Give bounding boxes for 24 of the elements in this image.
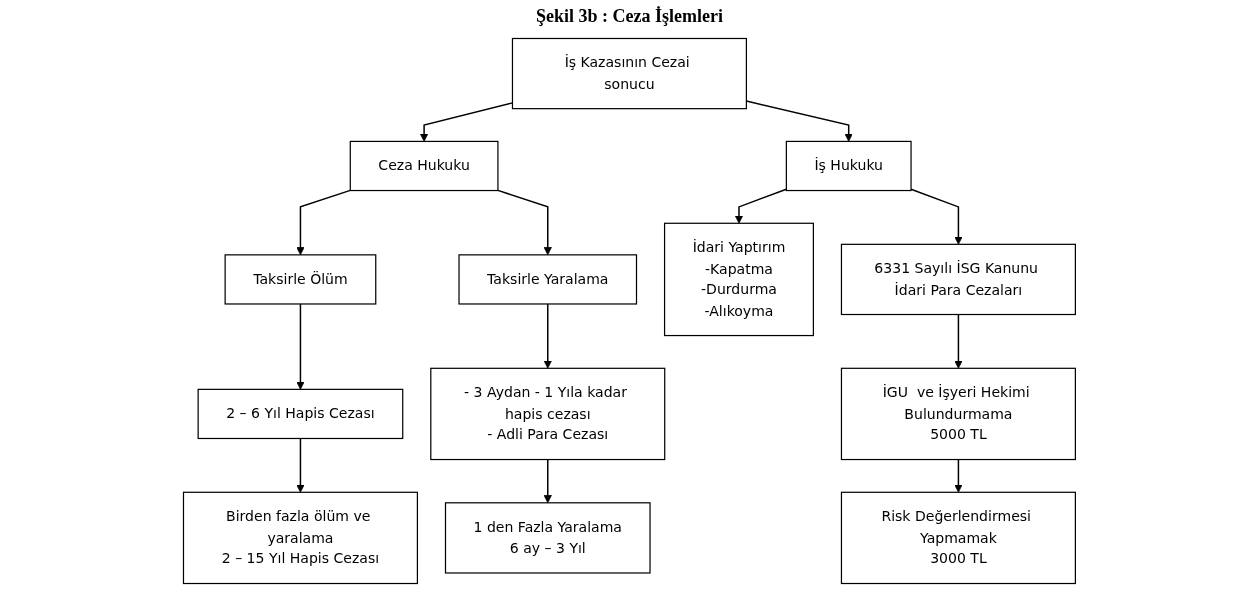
node-box: 6331 Sayılı İSG Kanunu İdari Para Cezaları (840, 243, 1077, 316)
node-box: İGU ve İşyeri Hekimi Bulundurmama 5000 TL (840, 367, 1077, 461)
node-box: Taksirle Yaralama (458, 254, 638, 305)
arrow (954, 313, 963, 369)
arrow (910, 188, 963, 245)
arrow (734, 188, 788, 224)
node-box: İdari Yaptırım -Kapatma -Durdurma -Alıkoyma (664, 222, 815, 337)
node-box: Risk Değerlendirmesi Yapmamak 3000 TL (840, 491, 1077, 585)
arrow (296, 303, 305, 390)
arrow (497, 189, 552, 256)
node-box: Birden fazla ölüm ve yaralama 2 – 15 Yıl Hapis Cezası (182, 491, 419, 585)
arrow (296, 437, 305, 493)
node-box: 2 – 6 Yıl Hapis Cezası (197, 388, 404, 440)
node-box: 1 den Fazla Yaralama 6 ay – 3 Yıl (444, 502, 651, 574)
node-box: - 3 Aydan - 1 Yıla kadar hapis cezası - Adli Para Cezası (430, 367, 666, 461)
node-box: Ceza Hukuku (349, 140, 499, 192)
arrow (296, 189, 352, 256)
arrow (543, 458, 552, 504)
arrow (954, 458, 963, 493)
diagram-title: Şekil 3b : Ceza İşlemleri (535, 6, 724, 27)
node-box: İş Kazasının Cezai sonucu (511, 37, 748, 110)
node-box: İş Hukuku (785, 140, 912, 192)
arrow (543, 303, 552, 369)
node-box: Taksirle Ölüm (224, 254, 377, 305)
